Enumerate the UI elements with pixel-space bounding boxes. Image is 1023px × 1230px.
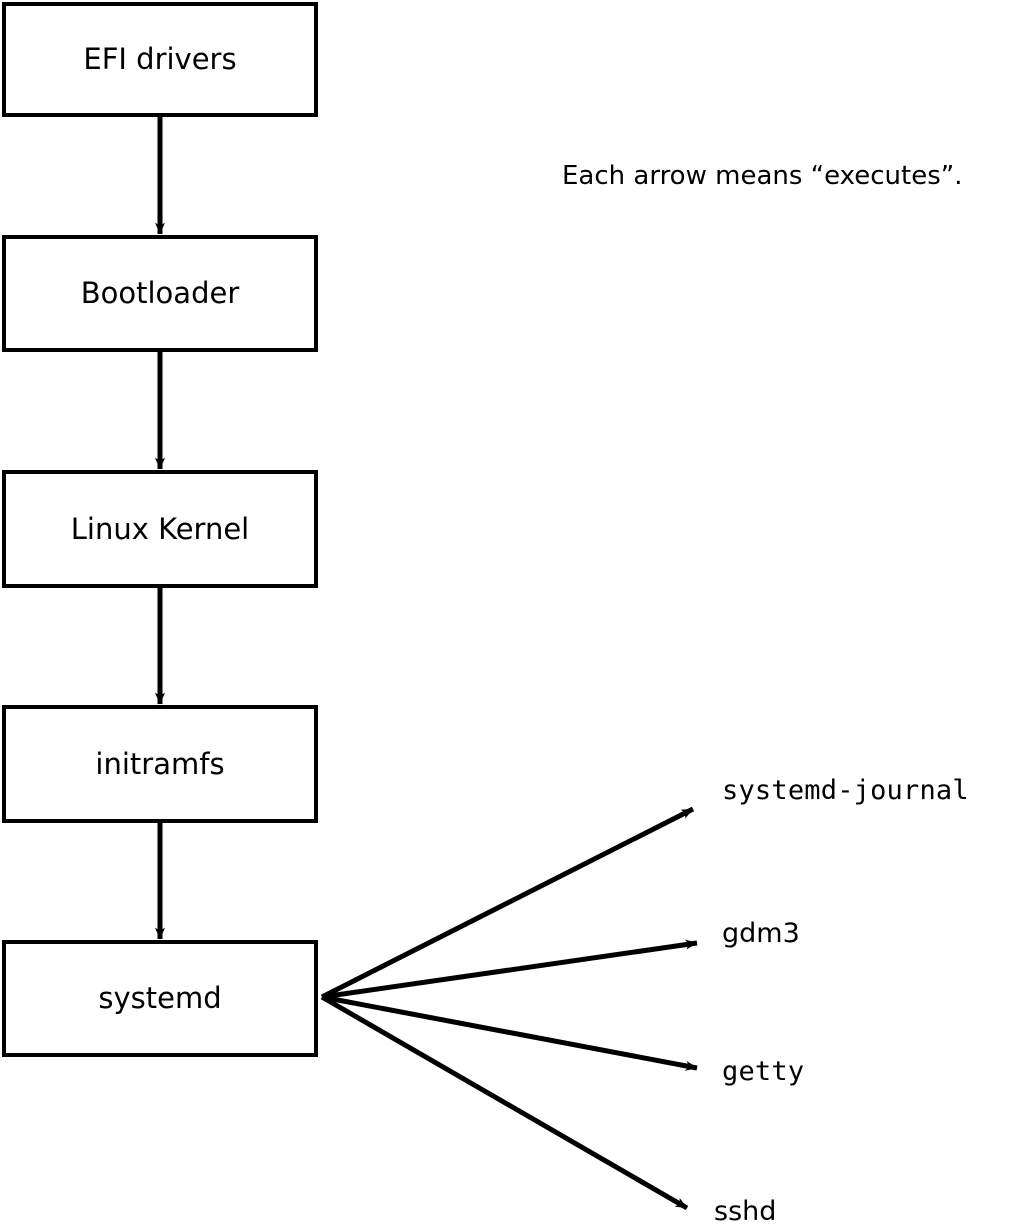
node-bootloader[interactable]: Bootloader — [2, 235, 318, 352]
node-efi-drivers[interactable]: EFI drivers — [2, 2, 318, 117]
arrow-systemd-to-systemd-journal — [320, 806, 695, 1000]
diagram-caption: Each arrow means “executes”. — [562, 161, 963, 191]
node-label-sshd[interactable]: sshd — [714, 1196, 777, 1227]
node-label-getty[interactable]: getty — [722, 1056, 805, 1087]
node-label-efi-drivers: EFI drivers — [83, 42, 237, 76]
arrow-systemd-to-getty — [321, 994, 698, 1071]
node-label-linux-kernel: Linux Kernel — [70, 511, 250, 546]
node-label-systemd: systemd — [98, 981, 222, 1015]
node-linux-kernel[interactable]: Linux Kernel — [2, 470, 318, 588]
node-systemd[interactable]: systemd — [2, 940, 318, 1057]
node-initramfs[interactable]: initramfs — [2, 705, 318, 823]
node-label-gdm3[interactable]: gdm3 — [722, 918, 800, 949]
arrow-systemd-to-sshd — [320, 994, 689, 1211]
node-label-initramfs: initramfs — [95, 746, 225, 781]
arrow-systemd-to-gdm3 — [321, 939, 698, 1000]
fanout-arrows — [320, 806, 698, 1211]
node-label-systemd-journal[interactable]: systemd-journal — [722, 775, 969, 806]
node-label-bootloader: Bootloader — [80, 276, 240, 310]
